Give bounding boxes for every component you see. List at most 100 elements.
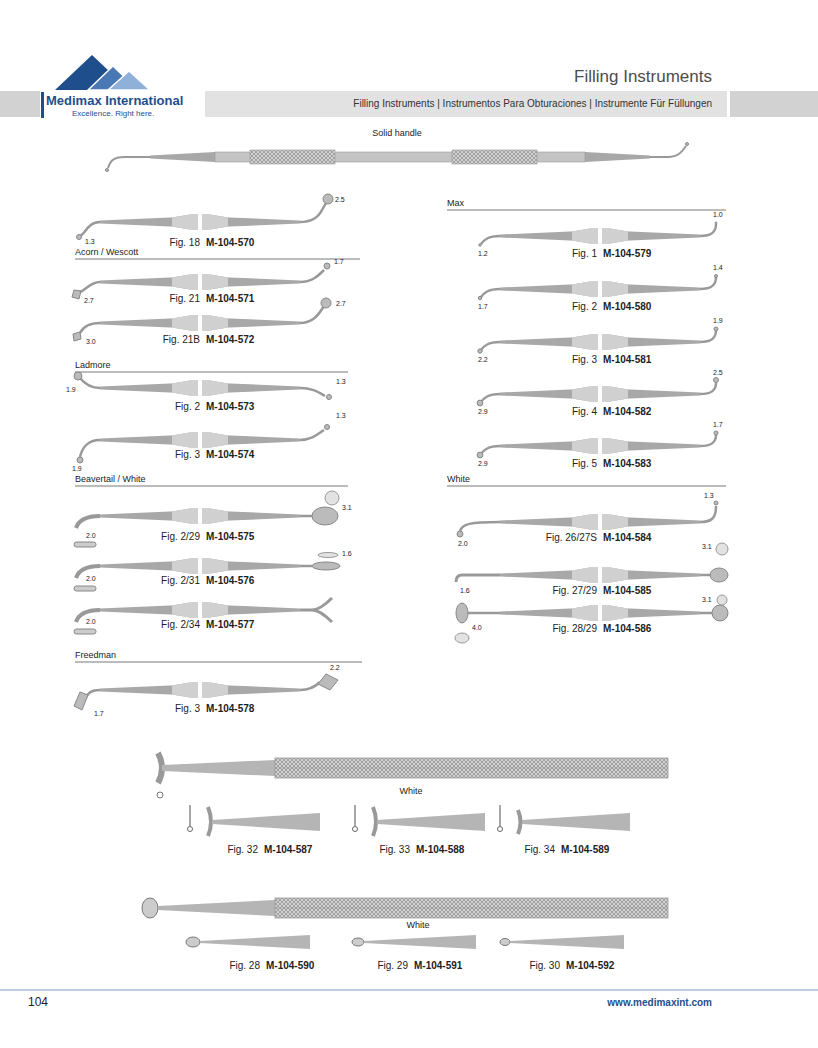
instrument-drawing (157, 753, 668, 836)
figure-number: Fig. 3 (175, 704, 200, 714)
figure-number: Fig. 5 (572, 459, 597, 469)
part-code: M-104-573 (206, 402, 254, 412)
band-text: Filling Instruments | Instrumentos Para … (353, 99, 712, 109)
category-heading: Beavertail / White (75, 475, 146, 484)
part-code: M-104-589 (561, 845, 609, 855)
dimension-label: 1.3 (85, 238, 95, 245)
part-code: M-104-581 (603, 355, 651, 365)
part-code: M-104-584 (603, 533, 651, 543)
dimension-label: 1.7 (713, 421, 723, 428)
dimension-label: 1.7 (94, 710, 104, 717)
dimension-label: 4.0 (472, 624, 482, 631)
part-code: M-104-580 (603, 302, 651, 312)
dimension-label: 1.7 (478, 303, 488, 310)
dimension-label: 1.6 (460, 587, 470, 594)
part-code: M-104-579 (603, 249, 651, 259)
dimension-label: 2.2 (330, 664, 340, 671)
dimension-label: 1.6 (342, 550, 352, 557)
category-heading: Acorn / Wescott (75, 248, 138, 257)
category-heading: White (399, 787, 422, 796)
figure-number: Fig. 18 (169, 238, 200, 248)
part-code: M-104-591 (414, 961, 462, 971)
part-code: M-104-590 (266, 961, 314, 971)
instrument-drawing (455, 222, 728, 643)
figure-number: Fig. 29 (377, 961, 408, 971)
dimension-label: 1.3 (336, 412, 346, 419)
figure-number: Fig. 2/31 (161, 576, 200, 586)
dimension-label: 2.0 (86, 575, 96, 582)
figure-number: Fig. 28 (229, 961, 260, 971)
page-number: 104 (28, 996, 48, 1008)
brand-name: Medimax International (46, 94, 183, 107)
figure-number: Fig. 4 (572, 407, 597, 417)
part-code: M-104-588 (416, 845, 464, 855)
figure-number: Fig. 21B (163, 335, 200, 345)
dimension-label: 3.1 (702, 596, 712, 603)
part-code: M-104-576 (206, 576, 254, 586)
dimension-label: 1.3 (704, 492, 714, 499)
header-band: Filling Instruments | Instrumentos Para … (205, 91, 727, 117)
part-code: M-104-585 (603, 586, 651, 596)
part-code: M-104-592 (566, 961, 614, 971)
category-heading: White (406, 921, 429, 930)
footer-rule (0, 990, 818, 991)
part-code: M-104-578 (206, 704, 254, 714)
dimension-label: 1.4 (713, 264, 723, 271)
figure-number: Fig. 26/27S (546, 533, 597, 543)
figure-number: Fig. 28/29 (553, 624, 597, 634)
category-rule (75, 210, 726, 662)
figure-number: Fig. 33 (379, 845, 410, 855)
figure-number: Fig. 21 (169, 294, 200, 304)
part-code: M-104-577 (206, 620, 254, 630)
category-heading: Ladmore (75, 361, 111, 370)
dimension-label: 2.9 (478, 408, 488, 415)
dimension-label: 1.9 (66, 386, 76, 393)
figure-number: Fig. 34 (524, 845, 555, 855)
dimension-label: 2.9 (478, 460, 488, 467)
page-title: Filling Instruments (574, 68, 712, 85)
instrument-drawing (142, 898, 668, 949)
part-code: M-104-574 (206, 450, 254, 460)
header-band (0, 86, 818, 122)
instrument-drawing (72, 194, 340, 710)
part-code: M-104-571 (206, 294, 254, 304)
dimension-label: 3.1 (702, 543, 712, 550)
dimension-label: 3.1 (342, 504, 352, 511)
dimension-label: 1.9 (72, 465, 82, 472)
dimension-label: 1.9 (713, 317, 723, 324)
figure-number: Fig. 32 (227, 845, 258, 855)
figure-number: Fig. 30 (529, 961, 560, 971)
part-code: M-104-570 (206, 238, 254, 248)
figure-number: Fig. 1 (572, 249, 597, 259)
dimension-label: 2.5 (713, 369, 723, 376)
caption: Solid handle (372, 129, 422, 138)
dimension-label: 1.2 (478, 250, 488, 257)
dimension-label: 1.7 (334, 258, 344, 265)
figure-number: Fig. 2/29 (161, 532, 200, 542)
dimension-label: 2.7 (84, 297, 94, 304)
instrument-drawing (106, 143, 689, 172)
website-url: www.medimaxint.com (607, 998, 712, 1008)
figure-number: Fig. 2 (175, 402, 200, 412)
dimension-label: 1.3 (336, 378, 346, 385)
part-code: M-104-572 (206, 335, 254, 345)
dimension-label: 2.7 (336, 300, 346, 307)
figure-number: Fig. 3 (175, 450, 200, 460)
dimension-label: 2.0 (458, 540, 468, 547)
figure-number: Fig. 27/29 (553, 586, 597, 596)
figure-number: Fig. 2 (572, 302, 597, 312)
part-code: M-104-587 (264, 845, 312, 855)
dimension-label: 3.0 (86, 338, 96, 345)
part-code: M-104-582 (603, 407, 651, 417)
part-code: M-104-575 (206, 532, 254, 542)
dimension-label: 2.5 (335, 196, 345, 203)
dimension-label: 2.0 (86, 532, 96, 539)
category-heading: Max (447, 199, 464, 208)
category-heading: White (447, 475, 470, 484)
part-code: M-104-586 (603, 624, 651, 634)
category-heading: Freedman (75, 651, 116, 660)
dimension-label: 1.0 (713, 211, 723, 218)
dimension-label: 2.2 (478, 356, 488, 363)
